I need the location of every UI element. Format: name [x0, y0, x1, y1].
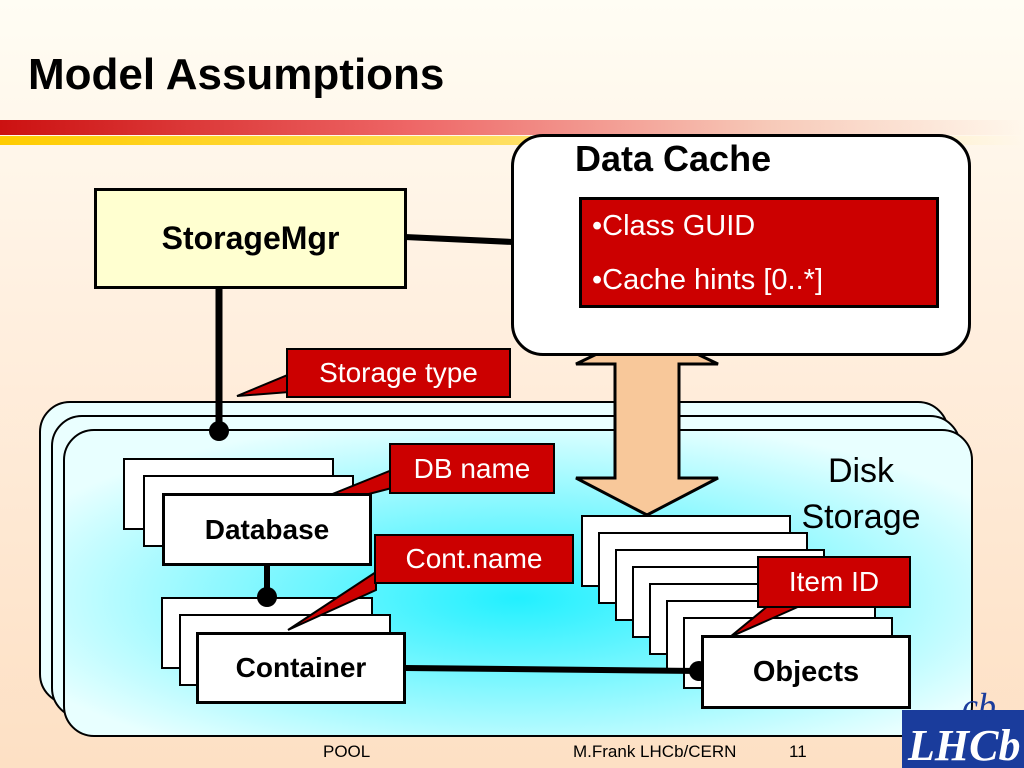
- connector-container-objects: [404, 665, 701, 674]
- cache-item-cache-hints: •Cache hints [0..*]: [592, 264, 823, 296]
- storage-type-pointer: [236, 372, 291, 397]
- footer-left: POOL: [323, 742, 371, 761]
- connector-dot-disk: [209, 421, 229, 441]
- database-box: Database: [162, 493, 372, 566]
- footer-center: M.Frank LHCb/CERN: [573, 742, 737, 761]
- connector-storagemgr-cache: [404, 234, 514, 245]
- lhcb-logo: LHCb cb: [902, 686, 1024, 768]
- db-name-label: DB name: [389, 443, 555, 494]
- title-underline-red: [0, 120, 1024, 135]
- cont-name-label: Cont.name: [374, 534, 574, 584]
- footer-page-number: 11: [789, 742, 807, 761]
- disk-storage-label: Disk Storage: [801, 452, 921, 536]
- item-id-label: Item ID: [757, 556, 911, 608]
- logo-text: LHCb: [907, 721, 1020, 768]
- data-cache-title: Data Cache: [575, 138, 772, 179]
- data-cache-items: •Class GUID •Cache hints [0..*]: [579, 197, 939, 308]
- storage-mgr-box: StorageMgr: [94, 188, 407, 289]
- cache-item-class-guid: •Class GUID: [592, 210, 756, 242]
- svg-text:cb: cb: [962, 686, 996, 726]
- container-box: Container: [196, 632, 406, 704]
- title-underline-yellow: [0, 136, 1024, 145]
- cache-disk-arrow: [575, 328, 719, 517]
- storage-type-label: Storage type: [286, 348, 511, 398]
- connector-dot-container: [257, 587, 277, 607]
- objects-box: Objects: [701, 635, 911, 709]
- slide-title: Model Assumptions: [28, 50, 445, 99]
